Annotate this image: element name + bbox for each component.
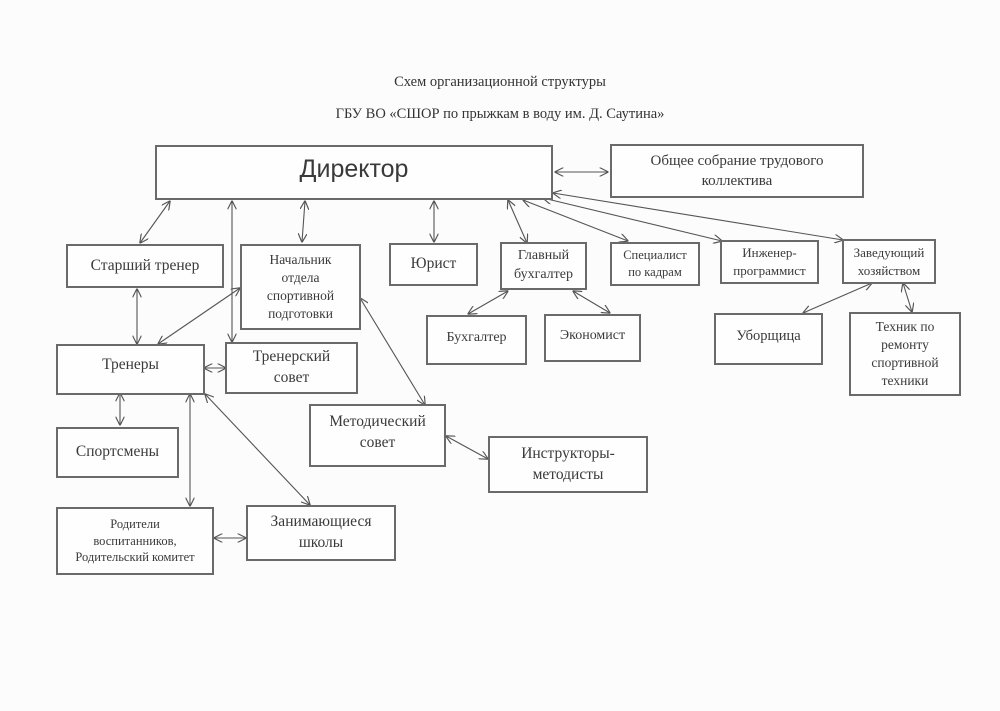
edge-chief-accountant-accountant <box>468 291 508 314</box>
edge-head-sports-training-coaches <box>158 288 240 344</box>
node-accountant: Бухгалтер <box>426 315 527 365</box>
edge-methodical-council-instructors <box>446 436 488 459</box>
edge-chief-accountant-economist <box>573 291 610 313</box>
node-head-sports-training: Начальник отдела спортивной подготовки <box>240 244 361 330</box>
node-equipment-technician: Техник по ремонту спортивной техники <box>849 312 961 396</box>
node-general-meeting: Общее собрание трудового коллектива <box>610 144 864 198</box>
node-facilities-manager: Заведующий хозяйством <box>842 239 936 284</box>
edge-facilities-manager-technician <box>903 283 912 312</box>
edge-director-head-sports-training <box>302 201 305 242</box>
node-director: Директор <box>155 145 553 200</box>
edge-coaches-school-trainees <box>205 394 310 505</box>
node-athletes: Спортсмены <box>56 427 179 478</box>
edge-director-facilities-manager <box>553 193 843 240</box>
node-economist: Экономист <box>544 314 641 362</box>
chart-title: Схем организационной структуры <box>394 74 606 90</box>
node-chief-accountant: Главный бухгалтер <box>500 242 587 290</box>
node-cleaner: Уборщица <box>714 313 823 365</box>
edge-director-software-engineer <box>543 198 722 241</box>
node-methodical-council: Методический совет <box>309 404 446 467</box>
node-software-engineer: Инженер- программист <box>720 240 819 284</box>
edge-head-sports-training-methodical-council <box>360 298 425 405</box>
edge-director-senior-coach <box>140 201 170 243</box>
node-hr-specialist: Специалист по кадрам <box>610 242 700 286</box>
node-coaches: Тренеры <box>56 344 205 395</box>
edge-director-chief-accountant <box>508 200 527 243</box>
node-parents-committee: Родители воспитанников, Родительский ком… <box>56 507 214 575</box>
node-instructors-methodologists: Инструкторы- методисты <box>488 436 648 493</box>
node-senior-coach: Старший тренер <box>66 244 224 288</box>
node-coaching-council: Тренерский совет <box>225 342 358 394</box>
edge-facilities-manager-cleaner <box>803 283 872 313</box>
node-lawyer: Юрист <box>389 243 478 286</box>
node-school-trainees: Занимающиеся школы <box>246 505 396 561</box>
organization-name: ГБУ ВО «СШОР по прыжкам в воду им. Д. Са… <box>335 106 665 122</box>
